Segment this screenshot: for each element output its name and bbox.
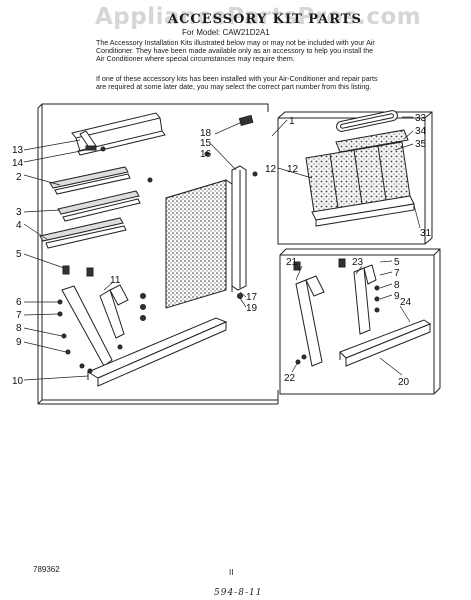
kit-box-outline xyxy=(277,111,433,245)
callout-33: 33 xyxy=(415,113,427,124)
callout-24: 24 xyxy=(400,297,412,308)
callout-8-right: 8 xyxy=(394,280,400,291)
callout-34: 34 xyxy=(415,126,427,137)
left-angle-brackets xyxy=(61,284,129,367)
callout-15: 15 xyxy=(200,138,212,149)
small-hardware xyxy=(62,114,258,321)
callout-3: 3 xyxy=(16,207,22,218)
callout-8: 8 xyxy=(16,323,22,334)
callout-6: 6 xyxy=(16,297,22,308)
callout-7-right: 7 xyxy=(394,268,400,279)
main-panel-outline xyxy=(37,103,279,405)
callout-11: 11 xyxy=(110,275,121,286)
callout-12-kit: 12 xyxy=(287,164,299,175)
bracket-box-outline xyxy=(279,248,441,395)
callout-23: 23 xyxy=(352,257,364,268)
vertical-channel-17 xyxy=(231,165,247,291)
top-bracket-13 xyxy=(79,130,106,152)
callout-31: 31 xyxy=(420,228,432,239)
callout-19: 19 xyxy=(246,303,258,314)
callout-10: 10 xyxy=(12,376,24,387)
intro-paragraph: The Accessory Installation Kits illustra… xyxy=(96,39,375,64)
side-rails xyxy=(39,112,166,249)
callout-2: 2 xyxy=(16,172,22,183)
accordion-panel-34 xyxy=(305,129,411,213)
document-number: 789362 xyxy=(33,565,60,574)
bottom-rail-20 xyxy=(339,319,432,367)
page-title: ACCESSORY KIT PARTS xyxy=(168,12,362,27)
bottom-rail-10 xyxy=(86,317,228,387)
callout-16: 16 xyxy=(200,149,212,160)
small-screws-right xyxy=(293,258,380,365)
screen-panel xyxy=(165,179,233,309)
seal-strip-33 xyxy=(336,110,398,132)
callout-21: 21 xyxy=(286,257,298,268)
leader-lines xyxy=(23,116,421,381)
callout-4: 4 xyxy=(16,220,22,231)
callout-22: 22 xyxy=(284,373,296,384)
callout-17: 17 xyxy=(246,292,258,303)
callout-9: 9 xyxy=(16,337,22,348)
callout-35: 35 xyxy=(415,139,427,150)
callout-numbers: 13 14 2 3 4 5 6 7 8 9 10 11 12 15 16 17 … xyxy=(12,113,432,388)
callout-5: 5 xyxy=(16,249,22,260)
callout-9-right: 9 xyxy=(394,291,400,302)
callout-7: 7 xyxy=(16,310,22,321)
right-angle-brackets xyxy=(295,264,377,367)
repair-paragraph: If one of these accessory kits has been … xyxy=(96,75,378,92)
callout-1: 1 xyxy=(289,116,295,127)
callout-13: 13 xyxy=(12,145,24,156)
handwritten-note: 594-8-11 xyxy=(214,588,263,598)
callout-12: 12 xyxy=(265,164,277,175)
callout-20: 20 xyxy=(398,377,410,388)
model-subtitle: For Model: CAW21D2A1 xyxy=(182,28,270,37)
page-number: II xyxy=(229,568,234,577)
callout-5-right: 5 xyxy=(394,257,400,268)
callout-18: 18 xyxy=(200,128,212,139)
watermark-logo: AppliancePartsPros.com xyxy=(95,4,422,30)
callout-14: 14 xyxy=(12,158,24,169)
frame-bar-31 xyxy=(311,195,415,227)
